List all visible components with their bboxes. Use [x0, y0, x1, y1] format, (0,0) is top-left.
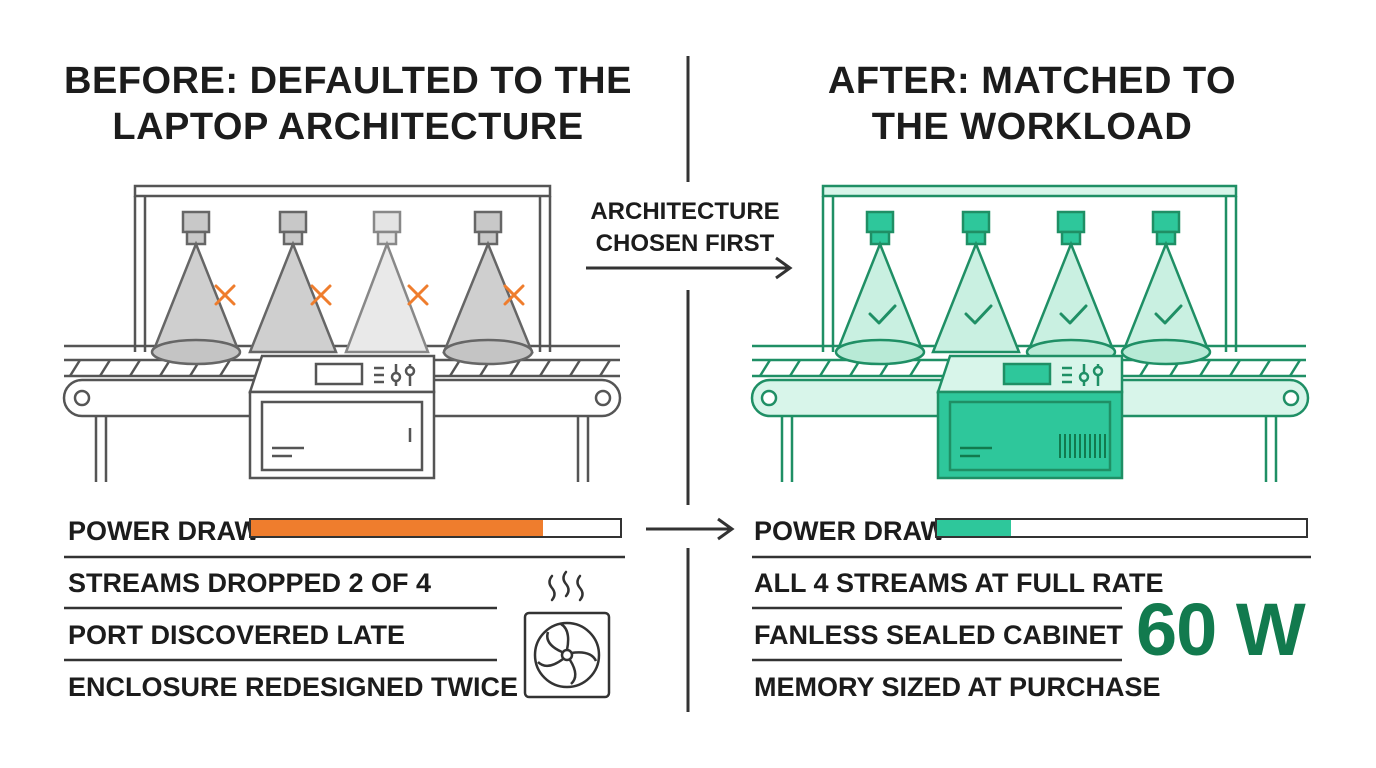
check-icon [868, 304, 897, 325]
after-camera-1 [834, 210, 926, 366]
before-camera-2 [248, 210, 338, 354]
before-camera-1 [150, 210, 242, 366]
before-power-bar [249, 518, 622, 538]
before-title-line-2: LAPTOP ARCHITECTURE [112, 106, 584, 148]
before-power-bar-fill [251, 520, 543, 536]
after-title-line-1: AFTER: MATCHED TO [827, 60, 1237, 102]
before-title: BEFORE: DEFAULTED TO THE LAPTOP ARCHITEC… [28, 58, 668, 150]
heat-icon [548, 570, 584, 602]
after-compute-box [936, 354, 1124, 480]
check-icon [964, 304, 993, 325]
after-power-label: POWER DRAW [754, 516, 946, 546]
fan-icon [523, 611, 611, 699]
after-camera-4 [1120, 210, 1212, 366]
cross-icon [214, 284, 236, 306]
before-item-3: ENCLOSURE REDESIGNED TWICE [68, 672, 519, 702]
after-power-bar-fill [937, 520, 1011, 536]
before-power-label: POWER DRAW [68, 516, 260, 546]
center-label-line-2: CHOSEN FIRST [595, 230, 775, 257]
before-item-2: PORT DISCOVERED LATE [68, 620, 406, 650]
center-label-line-1: ARCHITECTURE [590, 198, 780, 225]
center-arrow-bottom [646, 517, 735, 541]
center-label: ARCHITECTURE CHOSEN FIRST [570, 196, 800, 260]
before-camera-3 [344, 210, 430, 354]
after-row-dividers [752, 555, 1311, 662]
after-title-line-2: THE WORKLOAD [871, 106, 1193, 148]
after-camera-2 [931, 210, 1021, 354]
after-power-bar [935, 518, 1308, 538]
after-item-2: FANLESS SEALED CABINET [754, 620, 1124, 650]
cross-icon [503, 284, 525, 306]
before-camera-4 [442, 210, 534, 366]
before-row-dividers [64, 555, 625, 662]
before-compute-box [248, 354, 436, 480]
check-icon [1154, 304, 1183, 325]
cross-icon [310, 284, 332, 306]
power-watts-value: 60 W [1136, 588, 1306, 671]
after-item-3: MEMORY SIZED AT PURCHASE [754, 672, 1161, 702]
after-camera-3 [1025, 210, 1117, 366]
check-icon [1059, 304, 1088, 325]
cross-icon [407, 284, 429, 306]
before-item-1: STREAMS DROPPED 2 OF 4 [68, 568, 432, 598]
after-item-1: ALL 4 STREAMS AT FULL RATE [754, 568, 1164, 598]
before-title-line-1: BEFORE: DEFAULTED TO THE [64, 60, 632, 102]
after-title: AFTER: MATCHED TO THE WORKLOAD [712, 58, 1352, 150]
center-arrow-top [586, 256, 793, 280]
